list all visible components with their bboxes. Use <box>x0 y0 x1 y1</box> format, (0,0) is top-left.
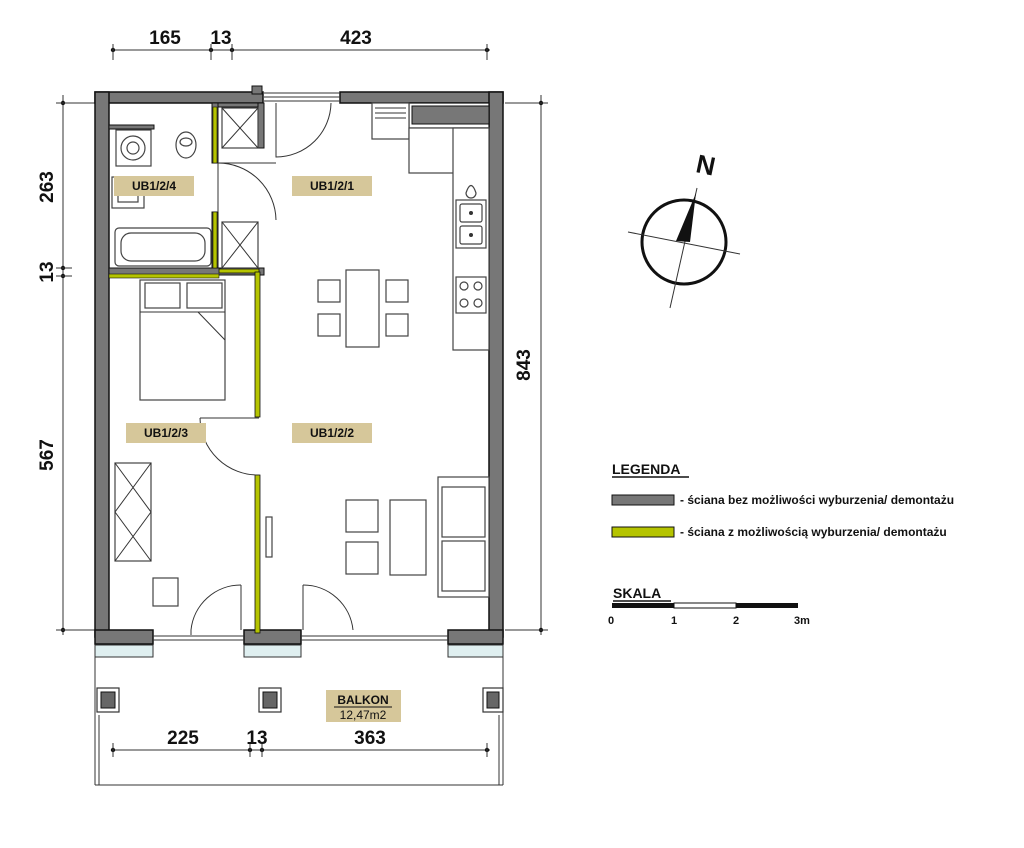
room-label-ub122: UB1/2/2 <box>310 426 354 440</box>
scale-tick-0: 0 <box>608 615 614 627</box>
living-room-furniture <box>265 476 490 598</box>
dimension-lines <box>56 44 548 757</box>
compass-needle-icon <box>676 193 696 242</box>
dim-bottom-1: 225 <box>167 728 199 749</box>
dim-left-2: 13 <box>37 261 58 282</box>
balcony-area: 12,47m2 <box>340 708 387 722</box>
legend-swatch-fixed <box>611 494 675 506</box>
scale-title: SKALA <box>613 585 661 601</box>
balcony-label: BALKON <box>337 693 388 707</box>
balcony: BALKON 12,47m2 <box>94 644 504 786</box>
kitchen-fixtures <box>371 102 490 351</box>
dim-left-3: 567 <box>37 439 58 471</box>
room-label-ub123: UB1/2/3 <box>144 426 188 440</box>
scale-tick-2: 2 <box>733 615 739 627</box>
legend-item-fixed: - ściana bez możliwości wyburzenia/ demo… <box>680 493 954 507</box>
walls <box>94 85 504 645</box>
dim-top-2: 13 <box>210 28 231 49</box>
legend: LEGENDA - ściana bez możliwości wyburzen… <box>611 461 954 539</box>
dim-right: 843 <box>514 349 535 381</box>
dining-set <box>317 269 409 348</box>
legend-title: LEGENDA <box>612 461 680 477</box>
scale-bar: SKALA 0 1 2 3m <box>608 585 810 627</box>
room-label-ub124: UB1/2/4 <box>132 179 176 193</box>
windows <box>153 92 448 641</box>
compass: N <box>627 148 741 309</box>
room-label-ub121: UB1/2/1 <box>310 179 354 193</box>
scale-tick-1: 1 <box>671 615 677 627</box>
dim-left-1: 263 <box>37 171 58 203</box>
room-labels: UB1/2/4 UB1/2/1 UB1/2/3 UB1/2/2 <box>114 176 372 443</box>
dim-top-3: 423 <box>340 28 372 49</box>
dim-bottom-3: 363 <box>354 728 386 749</box>
legend-item-removable: - ściana z możliwością wyburzenia/ demon… <box>680 525 947 539</box>
scale-tick-3: 3m <box>794 615 810 627</box>
dim-top-1: 165 <box>149 28 181 49</box>
bedroom-furniture <box>114 279 226 607</box>
north-label: N <box>693 148 718 181</box>
doors <box>190 102 354 635</box>
dim-bottom-2: 13 <box>246 728 267 749</box>
legend-swatch-removable <box>611 526 675 538</box>
